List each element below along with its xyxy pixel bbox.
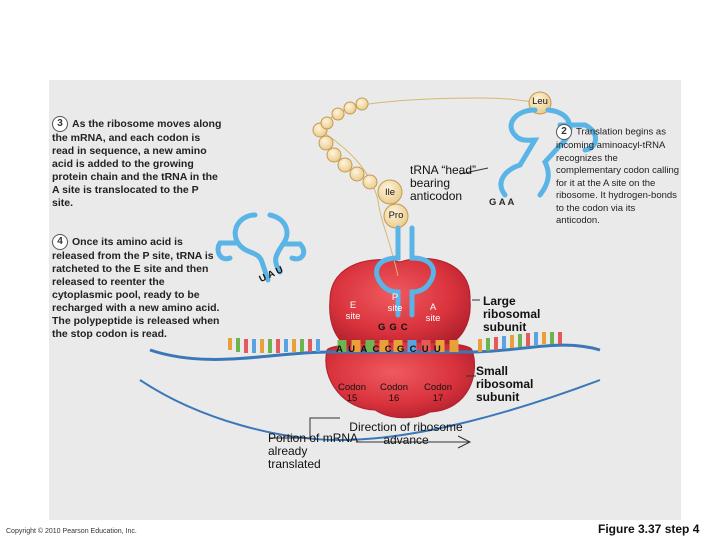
codon-17-label-1: Codon	[424, 382, 452, 393]
mrna-base-4: C	[372, 344, 385, 355]
leader-lines	[270, 167, 489, 449]
leu-label: Leu	[532, 96, 548, 107]
step-3-badge: 3	[52, 116, 68, 132]
anticodon-incoming-1: G	[489, 197, 497, 208]
small-subunit-label: Small ribosomal subunit	[476, 364, 534, 404]
codon-17-label-2: 17	[432, 393, 444, 404]
mrna-base-3: A	[360, 344, 373, 355]
codon-17-label: Codon 17	[420, 382, 456, 404]
portion-label: Portion of mRNA already translated	[268, 431, 358, 471]
large-subunit-label: Large ribosomal subunit	[483, 294, 541, 334]
a-site-label-1: A	[429, 302, 437, 313]
trna-p-site	[374, 225, 436, 318]
p-site-label-2: site	[387, 303, 403, 314]
anticodon-incoming: G A A	[489, 197, 529, 208]
mrna-base-7: C	[409, 344, 422, 355]
trna-incoming	[498, 107, 598, 198]
e-site-label-2: site	[345, 311, 361, 322]
a-site-label: A site	[418, 302, 448, 324]
copyright: Copyright © 2010 Pearson Education, Inc.	[6, 528, 137, 535]
mrna-strand	[139, 332, 601, 442]
e-site-label: E site	[338, 300, 368, 322]
a-site-label-2: site	[425, 313, 441, 324]
mrna-codons: AUACCGCUU	[336, 344, 476, 355]
p-site-label: P site	[380, 292, 410, 314]
mrna-base-9: U	[433, 344, 447, 355]
step-2-description: Translation begins as incoming aminoacyl…	[556, 126, 680, 226]
e-site-label-1: E	[349, 300, 357, 311]
codon-16-label-2: 16	[388, 393, 400, 404]
trna-head-label: tRNA “head” bearing anticodon	[410, 163, 477, 203]
mrna-base-1: A	[336, 344, 349, 355]
codon-16-label-1: Codon	[380, 382, 408, 393]
ile-label: Ile	[384, 187, 396, 198]
anticodon-p-site: GGC	[378, 322, 428, 333]
trna-exit	[215, 212, 307, 283]
anticodon-incoming-2: A	[498, 197, 506, 208]
mrna-base-8: U	[421, 344, 434, 355]
figure-caption: Figure 3.37 step 4	[598, 522, 700, 536]
codon-15-label-2: 15	[346, 393, 358, 404]
p-site-label-1: P	[391, 292, 399, 303]
anticodon-p-2: G	[389, 322, 401, 333]
polypeptide-chain	[312, 91, 552, 277]
codon-15-label-1: Codon	[338, 382, 366, 393]
anticodon-p-1: G	[378, 322, 390, 333]
anticodon-incoming-3: A	[507, 197, 515, 208]
direction-label: Direction of ribosome advance	[349, 420, 463, 447]
mrna-base-2: U	[348, 344, 361, 355]
mrna-codon-ticks	[337, 340, 459, 352]
pro-label: Pro	[388, 210, 404, 221]
step-4-badge: 4	[52, 234, 68, 250]
mrna-base-5: C	[384, 344, 397, 355]
mrna-base-6: G	[396, 344, 410, 355]
codon-16-label: Codon 16	[376, 382, 412, 404]
step-4-description: Once its amino acid is released from the…	[52, 235, 220, 340]
anticodon-p-3: C	[400, 322, 412, 333]
codon-15-label: Codon 15	[334, 382, 370, 404]
step-3-description: As the ribosome moves along the mRNA, an…	[52, 117, 222, 209]
step-2-badge: 2	[556, 124, 572, 140]
mrna-ticks	[228, 332, 562, 353]
